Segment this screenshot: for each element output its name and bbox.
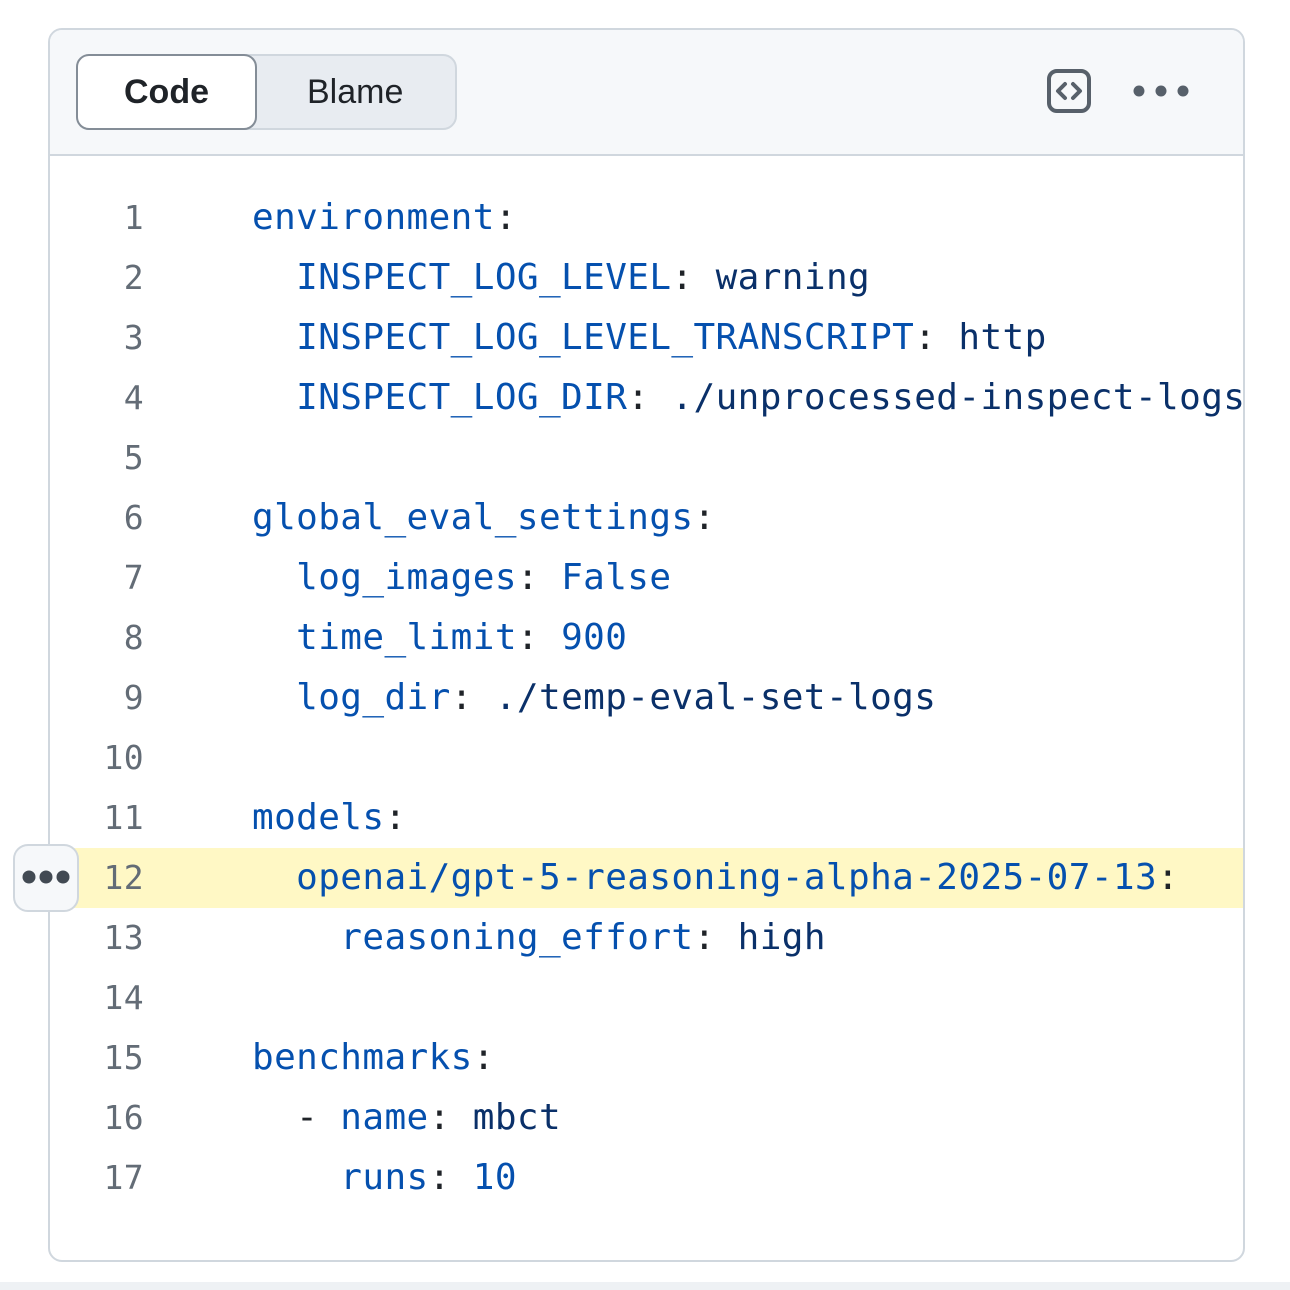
code-text bbox=[144, 428, 252, 488]
code-text: openai/gpt-5-reasoning-alpha-2025-07-13: bbox=[296, 857, 1180, 898]
tab-blame[interactable]: Blame bbox=[255, 56, 455, 128]
code-text: - name: mbct bbox=[252, 1097, 562, 1138]
code-text: time_limit: 900 bbox=[296, 617, 628, 658]
header-actions bbox=[1045, 67, 1195, 118]
line-number[interactable]: 13 bbox=[103, 918, 144, 957]
line-number[interactable]: 8 bbox=[123, 618, 144, 657]
code-line: 14 bbox=[50, 968, 1243, 1028]
code-line: 10 bbox=[50, 728, 1243, 788]
more-options-button[interactable] bbox=[1127, 81, 1195, 104]
code-line: 4 INSPECT_LOG_DIR: ./unprocessed-inspect… bbox=[50, 368, 1243, 428]
code-text: models: bbox=[252, 797, 407, 838]
tab-code[interactable]: Code bbox=[76, 54, 257, 130]
line-number[interactable]: 4 bbox=[123, 378, 144, 417]
line-number[interactable]: 12 bbox=[103, 858, 144, 897]
code-line: 6 global_eval_settings: bbox=[50, 488, 1243, 548]
code-line: 13 reasoning_effort: high bbox=[50, 908, 1243, 968]
code-text bbox=[144, 728, 252, 788]
line-actions-button[interactable] bbox=[13, 844, 79, 912]
code-line: 11 models: bbox=[50, 788, 1243, 848]
code-text bbox=[144, 968, 252, 1028]
code-text: benchmarks: bbox=[252, 1037, 495, 1078]
code-text: log_images: False bbox=[296, 557, 672, 598]
code-line: 7 log_images: False bbox=[50, 548, 1243, 608]
line-number[interactable]: 3 bbox=[123, 318, 144, 357]
line-number[interactable]: 6 bbox=[123, 498, 144, 537]
file-viewer-card: Code Blame bbox=[13, 28, 1245, 1262]
code-text: INSPECT_LOG_DIR: ./unprocessed-inspect-l… bbox=[296, 377, 1243, 418]
line-number[interactable]: 11 bbox=[103, 798, 144, 837]
line-number[interactable]: 9 bbox=[123, 678, 144, 717]
ellipsis-icon bbox=[21, 869, 71, 888]
code-line: 2 INSPECT_LOG_LEVEL: warning bbox=[50, 248, 1243, 308]
line-number[interactable]: 17 bbox=[103, 1158, 144, 1197]
code-view: 1 environment: 2 INSPECT_LOG_LEVEL: warnin… bbox=[50, 156, 1243, 1208]
code-text: runs: 10 bbox=[340, 1157, 517, 1198]
code-line: 12 openai/gpt-5-reasoning-alpha-2025-07-… bbox=[50, 848, 1243, 908]
code-line: 15 benchmarks: bbox=[50, 1028, 1243, 1088]
code-line: 9 log_dir: ./temp-eval-set-logs bbox=[50, 668, 1243, 728]
code-line: 17 runs: 10 bbox=[50, 1148, 1243, 1208]
code-line: 1 environment: bbox=[50, 188, 1243, 248]
code-text: environment: bbox=[252, 197, 517, 238]
line-number[interactable]: 16 bbox=[103, 1098, 144, 1137]
code-text: INSPECT_LOG_LEVEL_TRANSCRIPT: http bbox=[296, 317, 1047, 358]
line-number[interactable]: 14 bbox=[103, 978, 144, 1017]
code-text: reasoning_effort: high bbox=[340, 917, 826, 958]
code-square-icon bbox=[1045, 67, 1093, 118]
code-line: 5 bbox=[50, 428, 1243, 488]
kebab-horizontal-icon bbox=[1127, 81, 1195, 104]
code-text: log_dir: ./temp-eval-set-logs bbox=[296, 677, 937, 718]
line-number[interactable]: 7 bbox=[123, 558, 144, 597]
code-line: 16 - name: mbct bbox=[50, 1088, 1243, 1148]
line-number[interactable]: 1 bbox=[123, 198, 144, 237]
code-text: global_eval_settings: bbox=[252, 497, 716, 538]
line-number[interactable]: 15 bbox=[103, 1038, 144, 1077]
page-bottom-strip bbox=[0, 1282, 1290, 1290]
line-number[interactable]: 2 bbox=[123, 258, 144, 297]
symbols-panel-button[interactable] bbox=[1045, 67, 1093, 118]
code-text: INSPECT_LOG_LEVEL: warning bbox=[296, 257, 871, 298]
code-blame-toggle: Code Blame bbox=[76, 54, 458, 130]
code-lines: 1 environment: 2 INSPECT_LOG_LEVEL: warnin… bbox=[50, 188, 1243, 1208]
line-number[interactable]: 5 bbox=[123, 438, 144, 477]
code-line: 8 time_limit: 900 bbox=[50, 608, 1243, 668]
code-line: 3 INSPECT_LOG_LEVEL_TRANSCRIPT: http bbox=[50, 308, 1243, 368]
file-viewer-header: Code Blame bbox=[50, 30, 1243, 156]
line-number[interactable]: 10 bbox=[103, 738, 144, 777]
